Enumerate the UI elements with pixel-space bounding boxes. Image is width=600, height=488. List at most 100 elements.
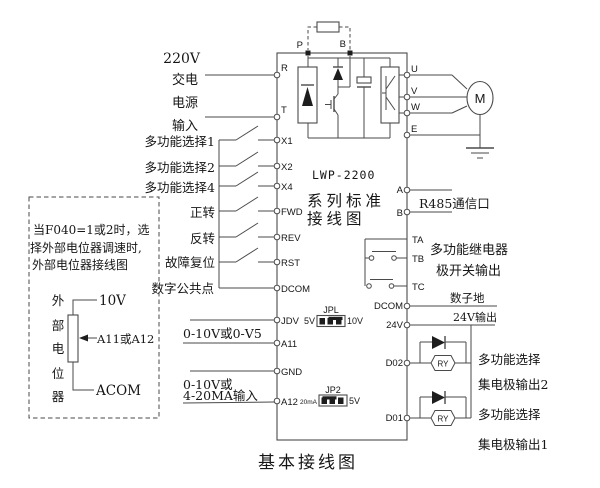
jpl-name: JPL xyxy=(323,305,339,315)
d02-caption-2: 集电极输出2 xyxy=(478,377,548,392)
pot-10v-label: 10V xyxy=(99,293,126,309)
terminal-x1 xyxy=(273,136,281,144)
switch-icon xyxy=(235,151,259,167)
pot-vert-char: 外 xyxy=(52,293,65,308)
ac-input: 220V 交电 电源 输入 R T xyxy=(163,51,288,134)
jpl-right-label: 10V xyxy=(347,316,363,326)
switch-icon xyxy=(235,171,259,187)
d01-output: D01 RY 多功能选择 集电极输出1 xyxy=(386,391,548,452)
terminal-tc-label: TC xyxy=(412,282,425,293)
terminal-t-label: T xyxy=(281,105,287,116)
pot-vert-char: 器 xyxy=(52,389,65,404)
terminal-d01 xyxy=(403,414,411,422)
input-label: 多功能选择4 xyxy=(145,180,216,195)
digital-input-row-fwd: 正转 FWD xyxy=(190,196,303,220)
center-title: LWP-2200 系列标准 接线图 xyxy=(307,168,385,228)
terminal-x2 xyxy=(273,162,281,170)
terminal-label: FWD xyxy=(281,207,303,218)
braking-resistor: P B xyxy=(297,21,353,56)
terminal-jdv-label: JDV xyxy=(281,316,300,327)
terminal-a12 xyxy=(273,397,281,405)
terminal-ta-label: TA xyxy=(412,235,424,246)
inverter-igbt-icon xyxy=(380,58,400,138)
jp2-left-label: 20mA xyxy=(300,399,318,406)
terminal-a11 xyxy=(273,339,281,347)
terminal-gnd xyxy=(273,367,281,375)
terminal-t xyxy=(273,113,281,121)
jumper-jp2: JP2 20mA 5V xyxy=(300,385,360,407)
terminal-b-label: B xyxy=(397,208,403,219)
terminal-gnd-label: GND xyxy=(281,367,302,378)
analog-inputs: JDV 0-10V或0-V5 A11 GND 0-10V或 4-20MA输入 A… xyxy=(182,316,302,408)
terminal-b xyxy=(403,208,411,216)
pot-vert-char: 位 xyxy=(52,366,65,381)
terminal-24v-label: 24V xyxy=(386,320,404,331)
ac-input-line2: 交电 xyxy=(172,72,198,88)
pot-wiper-label: A11或A12 xyxy=(96,332,154,346)
terminal-a12-label: A12 xyxy=(281,397,298,408)
motor-output: U V W E M xyxy=(403,64,494,159)
terminal-label: REV xyxy=(281,233,301,244)
terminal-a11-label: A11 xyxy=(281,339,297,350)
input-label: 反转 xyxy=(190,231,215,246)
ac-input-line4: 输入 xyxy=(172,118,198,134)
ac-input-line3: 电源 xyxy=(172,96,198,111)
diode-icon xyxy=(432,336,445,349)
comm-port: A B R485通信口 xyxy=(397,185,490,219)
digital-input-row-rst: 故障复位 RST xyxy=(165,247,300,270)
diode-icon xyxy=(432,391,445,404)
brake-chopper-icon xyxy=(325,58,350,138)
ground-icon xyxy=(466,147,494,159)
relay-caption-2: 极开关输出 xyxy=(436,263,501,279)
terminal-rev xyxy=(273,233,281,241)
relay-caption-1: 多功能继电器 xyxy=(430,242,508,258)
pot-note-2: 择外部电位器调速时, xyxy=(30,240,142,255)
wiper-arrow-icon xyxy=(79,334,88,342)
terminal-a xyxy=(403,186,411,194)
relay-coil-label: RY xyxy=(438,415,450,424)
terminal-p-label: P xyxy=(297,40,303,51)
potentiometer-box: 当F040=1或2时，选 择外部电位器调速时, 外部电位器接线图 外 部 电 位… xyxy=(28,196,160,419)
digital-ground-label: 数子地 xyxy=(450,291,485,305)
terminal-label: X2 xyxy=(281,162,293,173)
d02-caption-1: 多功能选择 xyxy=(478,352,541,367)
resistor-icon xyxy=(316,21,340,33)
input-label: 故障复位 xyxy=(165,255,215,270)
comm-label: R485通信口 xyxy=(419,196,490,211)
terminal-label: X4 xyxy=(281,182,293,193)
a11-input-label: 0-10V或0-V5 xyxy=(183,326,262,341)
jumper-jpl: JPL 5V 10V xyxy=(304,305,363,328)
relay-output: TA TB TC 多功能继电器 极开关输出 xyxy=(364,235,508,293)
ac-input-line1: 220V xyxy=(163,51,201,67)
terminal-24v xyxy=(403,321,411,329)
digital-input-row-x4: 多功能选择4 X4 xyxy=(145,171,293,195)
terminal-rst xyxy=(273,258,281,266)
terminal-d02 xyxy=(403,359,411,367)
jp2-jumper-icon xyxy=(318,394,348,407)
rectifier-icon xyxy=(297,66,318,138)
pot-vert-char: 电 xyxy=(52,341,65,356)
jpl-left-label: 5V xyxy=(304,316,315,326)
terminal-a-label: A xyxy=(397,185,404,196)
terminal-e-label: E xyxy=(411,124,417,135)
input-label: 正转 xyxy=(190,205,215,220)
terminal-dcom-left xyxy=(273,284,281,292)
series-label: 系列标准 xyxy=(307,192,385,210)
right-io: DCOM 数子地 24V 24V输出 D02 RY 多功能选择 集电极输出2 xyxy=(374,291,548,452)
capacitor-icon xyxy=(356,58,372,138)
d01-caption-1: 多功能选择 xyxy=(478,407,541,422)
terminal-u-label: U xyxy=(411,64,418,75)
pot-note-1: 当F040=1或2时，选 xyxy=(33,223,150,237)
terminal-d01-label: D01 xyxy=(386,413,403,424)
digital-inputs: 多功能选择1 X1 多功能选择2 X2 多功能选择4 X4 正转 xyxy=(145,125,310,296)
power-circuit xyxy=(297,56,404,139)
terminal-fwd xyxy=(273,207,281,215)
page-title: 基本接线图 xyxy=(258,453,358,473)
jp2-name: JP2 xyxy=(325,385,341,395)
terminal-x4 xyxy=(273,182,281,190)
terminal-p xyxy=(305,50,311,56)
jpl-jumper-icon xyxy=(316,314,346,328)
model-label: LWP-2200 xyxy=(312,168,375,182)
relay-contact-tb-icon xyxy=(365,251,407,261)
